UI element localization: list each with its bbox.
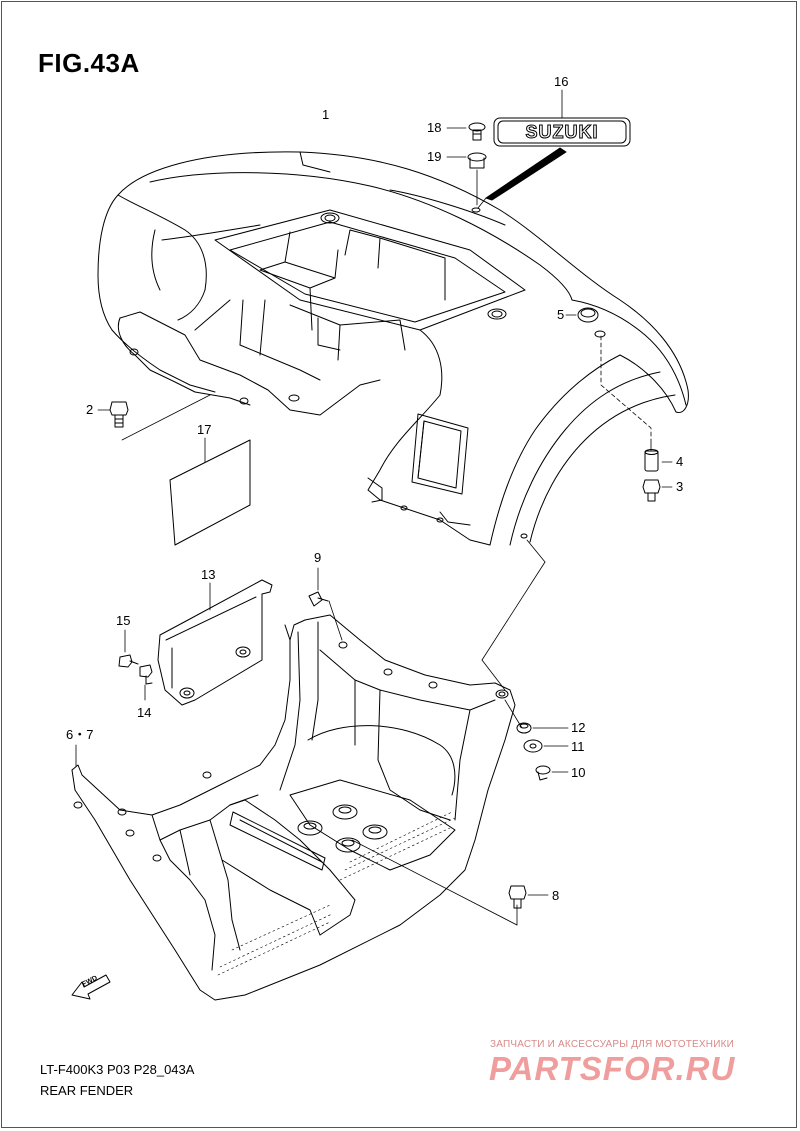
screw-10 — [536, 766, 550, 780]
rear-fender-body — [98, 152, 688, 545]
suzuki-emblem-text: SUZUKI — [525, 122, 599, 143]
collar-4 — [645, 450, 658, 472]
bracket-13 — [158, 580, 272, 705]
nut-19 — [468, 153, 486, 168]
nut-14 — [140, 665, 152, 684]
bolt-15 — [119, 655, 138, 667]
watermark-tagline: ЗАПЧАСТИ И АКСЕССУАРЫ ДЛЯ МОТОТЕХНИКИ — [490, 1039, 735, 1050]
callout-11: 11 — [571, 739, 585, 754]
callout-18: 18 — [427, 120, 442, 135]
callout-12: 12 — [571, 720, 586, 735]
grommet-5 — [578, 308, 598, 322]
callout-8: 8 — [552, 888, 560, 903]
model-code: LT-F400K3 P03 P28_043A — [40, 1062, 195, 1077]
figure-caption: REAR FENDER — [40, 1083, 134, 1098]
callout-17: 17 — [197, 422, 212, 437]
callout-19: 19 — [427, 149, 442, 164]
screw-9 — [309, 592, 328, 606]
watermark-logo: PARTSFOR.RU — [489, 1050, 736, 1087]
callout-10: 10 — [571, 765, 586, 780]
lower-mudguard-panel — [72, 615, 515, 1000]
callout-1: 1 — [322, 107, 330, 122]
bolt-2 — [110, 402, 128, 427]
fwd-arrow-icon — [72, 975, 110, 999]
callout-5: 5 — [557, 307, 565, 322]
figure-title: FIG.43A — [38, 48, 140, 78]
cap-12 — [517, 723, 531, 733]
callout-16: 16 — [554, 74, 569, 89]
callout-13: 13 — [201, 567, 216, 582]
label-plate-17 — [170, 440, 250, 545]
callout-2: 2 — [86, 402, 94, 417]
bolt-3 — [643, 480, 660, 501]
callout-14: 14 — [137, 705, 152, 720]
callout-15: 15 — [116, 613, 131, 628]
callout-3: 3 — [676, 479, 684, 494]
callout-6-7: 6・7 — [66, 727, 94, 742]
callout-9: 9 — [314, 550, 322, 565]
bolt-8 — [509, 886, 526, 908]
washer-11 — [524, 740, 542, 752]
callout-4: 4 — [676, 454, 684, 469]
screw-18 — [469, 123, 485, 140]
tread-perforations — [218, 812, 455, 975]
